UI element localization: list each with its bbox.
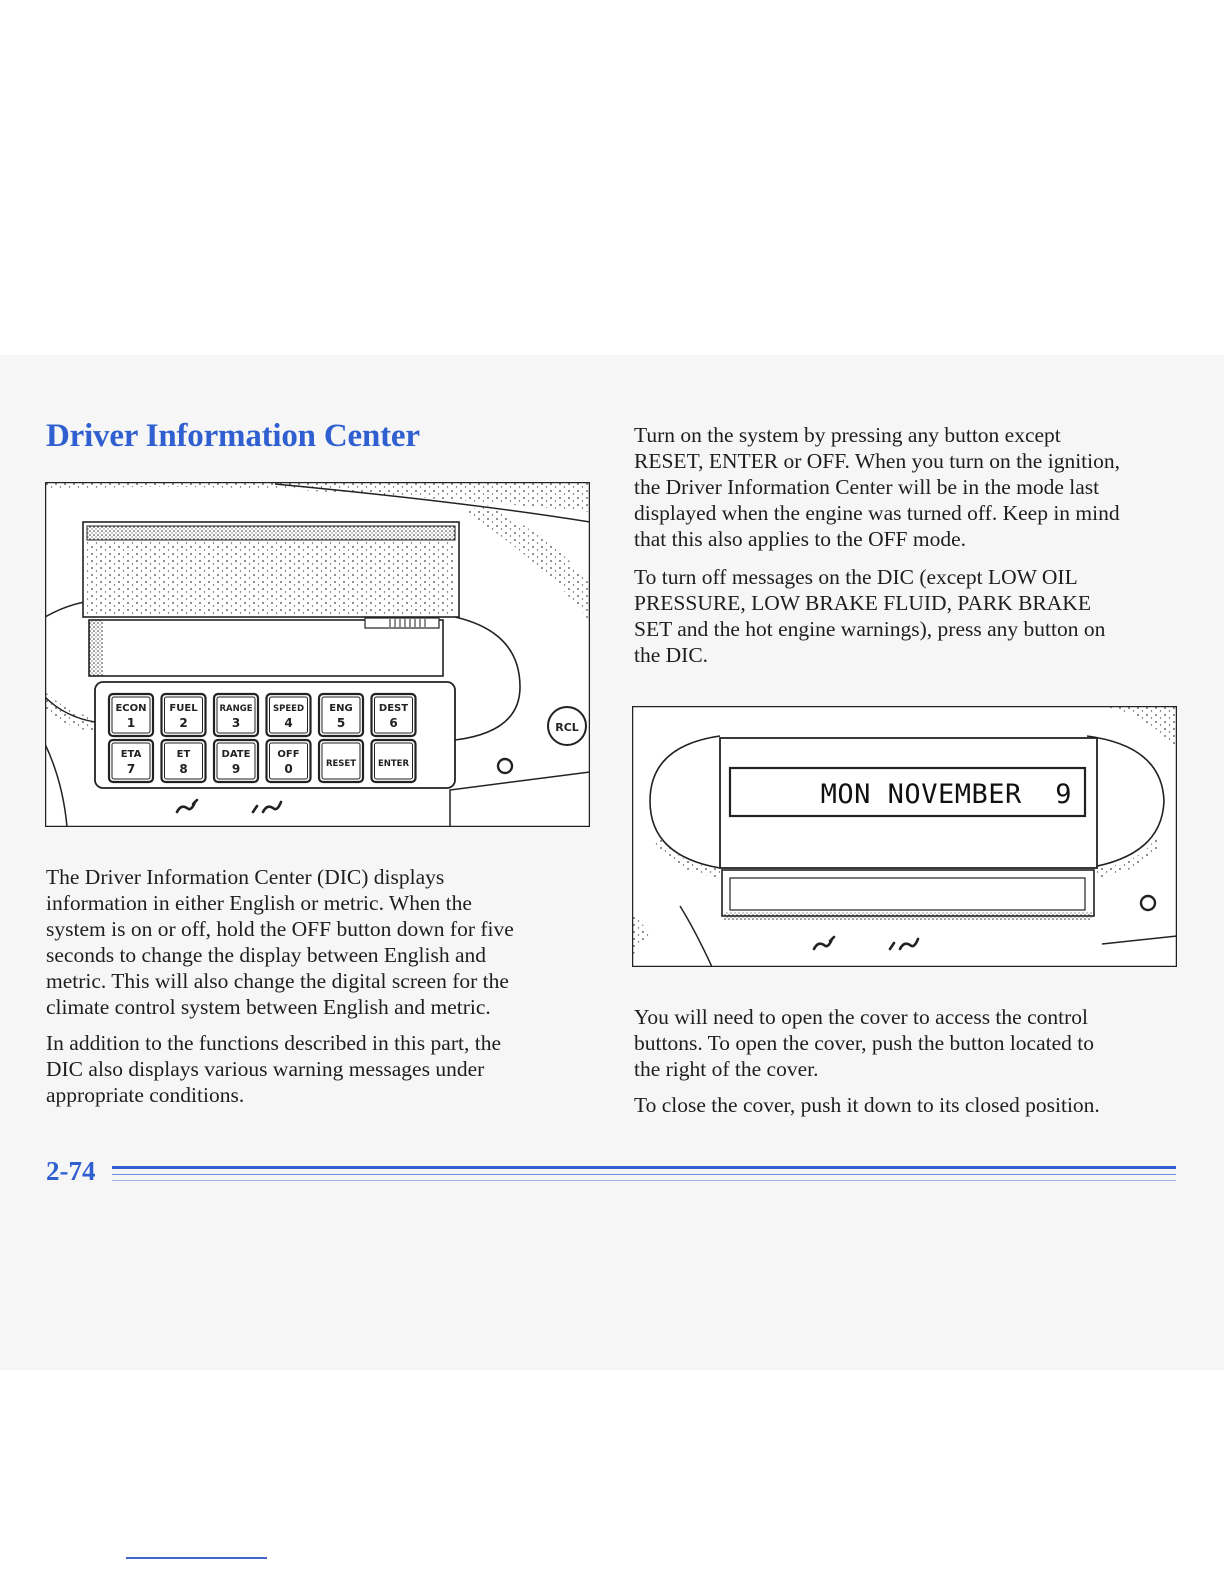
footer-rule	[112, 1166, 1176, 1169]
text-line: system is on or off, hold the OFF button…	[46, 917, 514, 941]
text-line: buttons. To open the cover, push the but…	[634, 1031, 1095, 1055]
footer-rule-thinner	[112, 1180, 1176, 1181]
text-line: SET and the hot engine warnings), press …	[634, 617, 1106, 641]
text-line: metric. This will also change the digita…	[46, 969, 509, 993]
close-cover-paragraph: To close the cover, push it down to its …	[634, 1092, 1100, 1118]
dic-display-text: MON NOVEMBER 9	[821, 779, 1072, 810]
text-line: information in either English or metric.…	[46, 891, 472, 915]
keypad-button-eta[interactable]: ETA 7	[107, 738, 155, 784]
text-line: the Driver Information Center will be in…	[634, 475, 1100, 499]
text-line: To turn off messages on the DIC (except …	[634, 565, 1078, 589]
keypad-button-label: RESET	[326, 759, 356, 769]
keypad-button-label: FUEL	[169, 703, 198, 714]
keypad-button-label: ECON	[115, 703, 146, 714]
keypad-button-econ[interactable]: ECON 1	[107, 692, 155, 738]
keypad-button-range[interactable]: RANGE 3	[212, 692, 260, 738]
page-title: Driver Information Center	[46, 418, 420, 454]
keypad-button-label: ET	[177, 749, 191, 760]
keypad-button-date[interactable]: DATE 9	[212, 738, 260, 784]
keypad-button-digit: 2	[179, 716, 187, 730]
text-line: To close the cover, push it down to its …	[634, 1093, 1100, 1117]
text-line: appropriate conditions.	[46, 1083, 245, 1107]
keypad-button-fuel[interactable]: FUEL 2	[160, 692, 207, 738]
page-number: 2-74	[46, 1156, 96, 1186]
dic-display-illustration: MON NOVEMBER 9	[632, 706, 1177, 967]
keypad-button-digit: 3	[232, 716, 240, 730]
text-line: PRESSURE, LOW BRAKE FLUID, PARK BRAKE	[634, 591, 1091, 615]
text-line: climate control system between English a…	[46, 995, 491, 1019]
keypad-button-digit: 8	[179, 762, 187, 776]
text-line: displayed when the engine was turned off…	[634, 501, 1120, 525]
text-line: that this also applies to the OFF mode.	[634, 527, 967, 551]
text-line: Turn on the system by pressing any butto…	[634, 423, 1061, 447]
text-line: the right of the cover.	[634, 1057, 819, 1081]
bottom-mark-line	[126, 1557, 267, 1559]
text-line: seconds to change the display between En…	[46, 943, 487, 967]
keypad-button-digit: 1	[127, 716, 135, 730]
keypad-button-speed[interactable]: SPEED 4	[265, 692, 312, 738]
text-line: DIC also displays various warning messag…	[46, 1057, 485, 1081]
warning-messages-paragraph: In addition to the functions described i…	[46, 1030, 501, 1108]
turn-on-system-paragraph: Turn on the system by pressing any butto…	[634, 422, 1120, 552]
keypad-button-digit: 9	[232, 762, 240, 776]
keypad-button-label: ETA	[121, 749, 142, 760]
dic-closed-cover-figure: MON NOVEMBER 9	[632, 706, 1177, 967]
turn-off-messages-paragraph: To turn off messages on the DIC (except …	[634, 564, 1105, 668]
text-line: The Driver Information Center (DIC) disp…	[46, 865, 445, 889]
keypad-button-label: ENTER	[378, 759, 410, 769]
open-cover-paragraph: You will need to open the cover to acces…	[634, 1004, 1094, 1082]
keypad-button-label: RANGE	[219, 704, 252, 714]
keypad-button-digit: 0	[284, 762, 292, 776]
keypad-button-off[interactable]: OFF 0	[265, 738, 312, 784]
keypad-button-dest[interactable]: DEST 6	[370, 692, 417, 738]
keypad-button-reset[interactable]: RESET	[317, 738, 365, 784]
text-line: the DIC.	[634, 643, 709, 667]
text-line: In addition to the functions described i…	[46, 1031, 501, 1055]
keypad-button-label: ENG	[329, 703, 352, 714]
keypad-button-et[interactable]: ET 8	[160, 738, 207, 784]
rcl-button-label: RCL	[555, 721, 579, 734]
keypad-button-digit: 6	[389, 716, 397, 730]
keypad-button-label: DATE	[222, 749, 251, 760]
keypad-button-digit: 5	[337, 716, 345, 730]
footer-rule-thin	[112, 1174, 1176, 1175]
keypad-button-enter[interactable]: ENTER	[370, 738, 417, 784]
vent-symbols-closed	[812, 935, 920, 951]
keypad-button-label: DEST	[379, 703, 408, 714]
keypad-button-digit: 7	[127, 762, 135, 776]
keypad-button-eng[interactable]: ENG 5	[317, 692, 365, 738]
keypad-button-label: SPEED	[273, 704, 304, 714]
dic-description-paragraph: The Driver Information Center (DIC) disp…	[46, 864, 514, 1020]
vent-symbols	[175, 798, 283, 814]
text-line: You will need to open the cover to acces…	[634, 1005, 1088, 1029]
dic-open-cover-figure: ECON 1 FUEL 2 RANGE 3 SPEED 4 ENG 5 DEST 6 ETA 7 ET 8 D…	[45, 482, 590, 827]
text-line: RESET, ENTER or OFF. When you turn on th…	[634, 449, 1120, 473]
keypad-button-label: OFF	[277, 749, 299, 760]
keypad-button-digit: 4	[284, 716, 292, 730]
dic-keypad-illustration: ECON 1 FUEL 2 RANGE 3 SPEED 4 ENG 5 DEST 6 ETA 7 ET 8 D…	[45, 482, 590, 827]
